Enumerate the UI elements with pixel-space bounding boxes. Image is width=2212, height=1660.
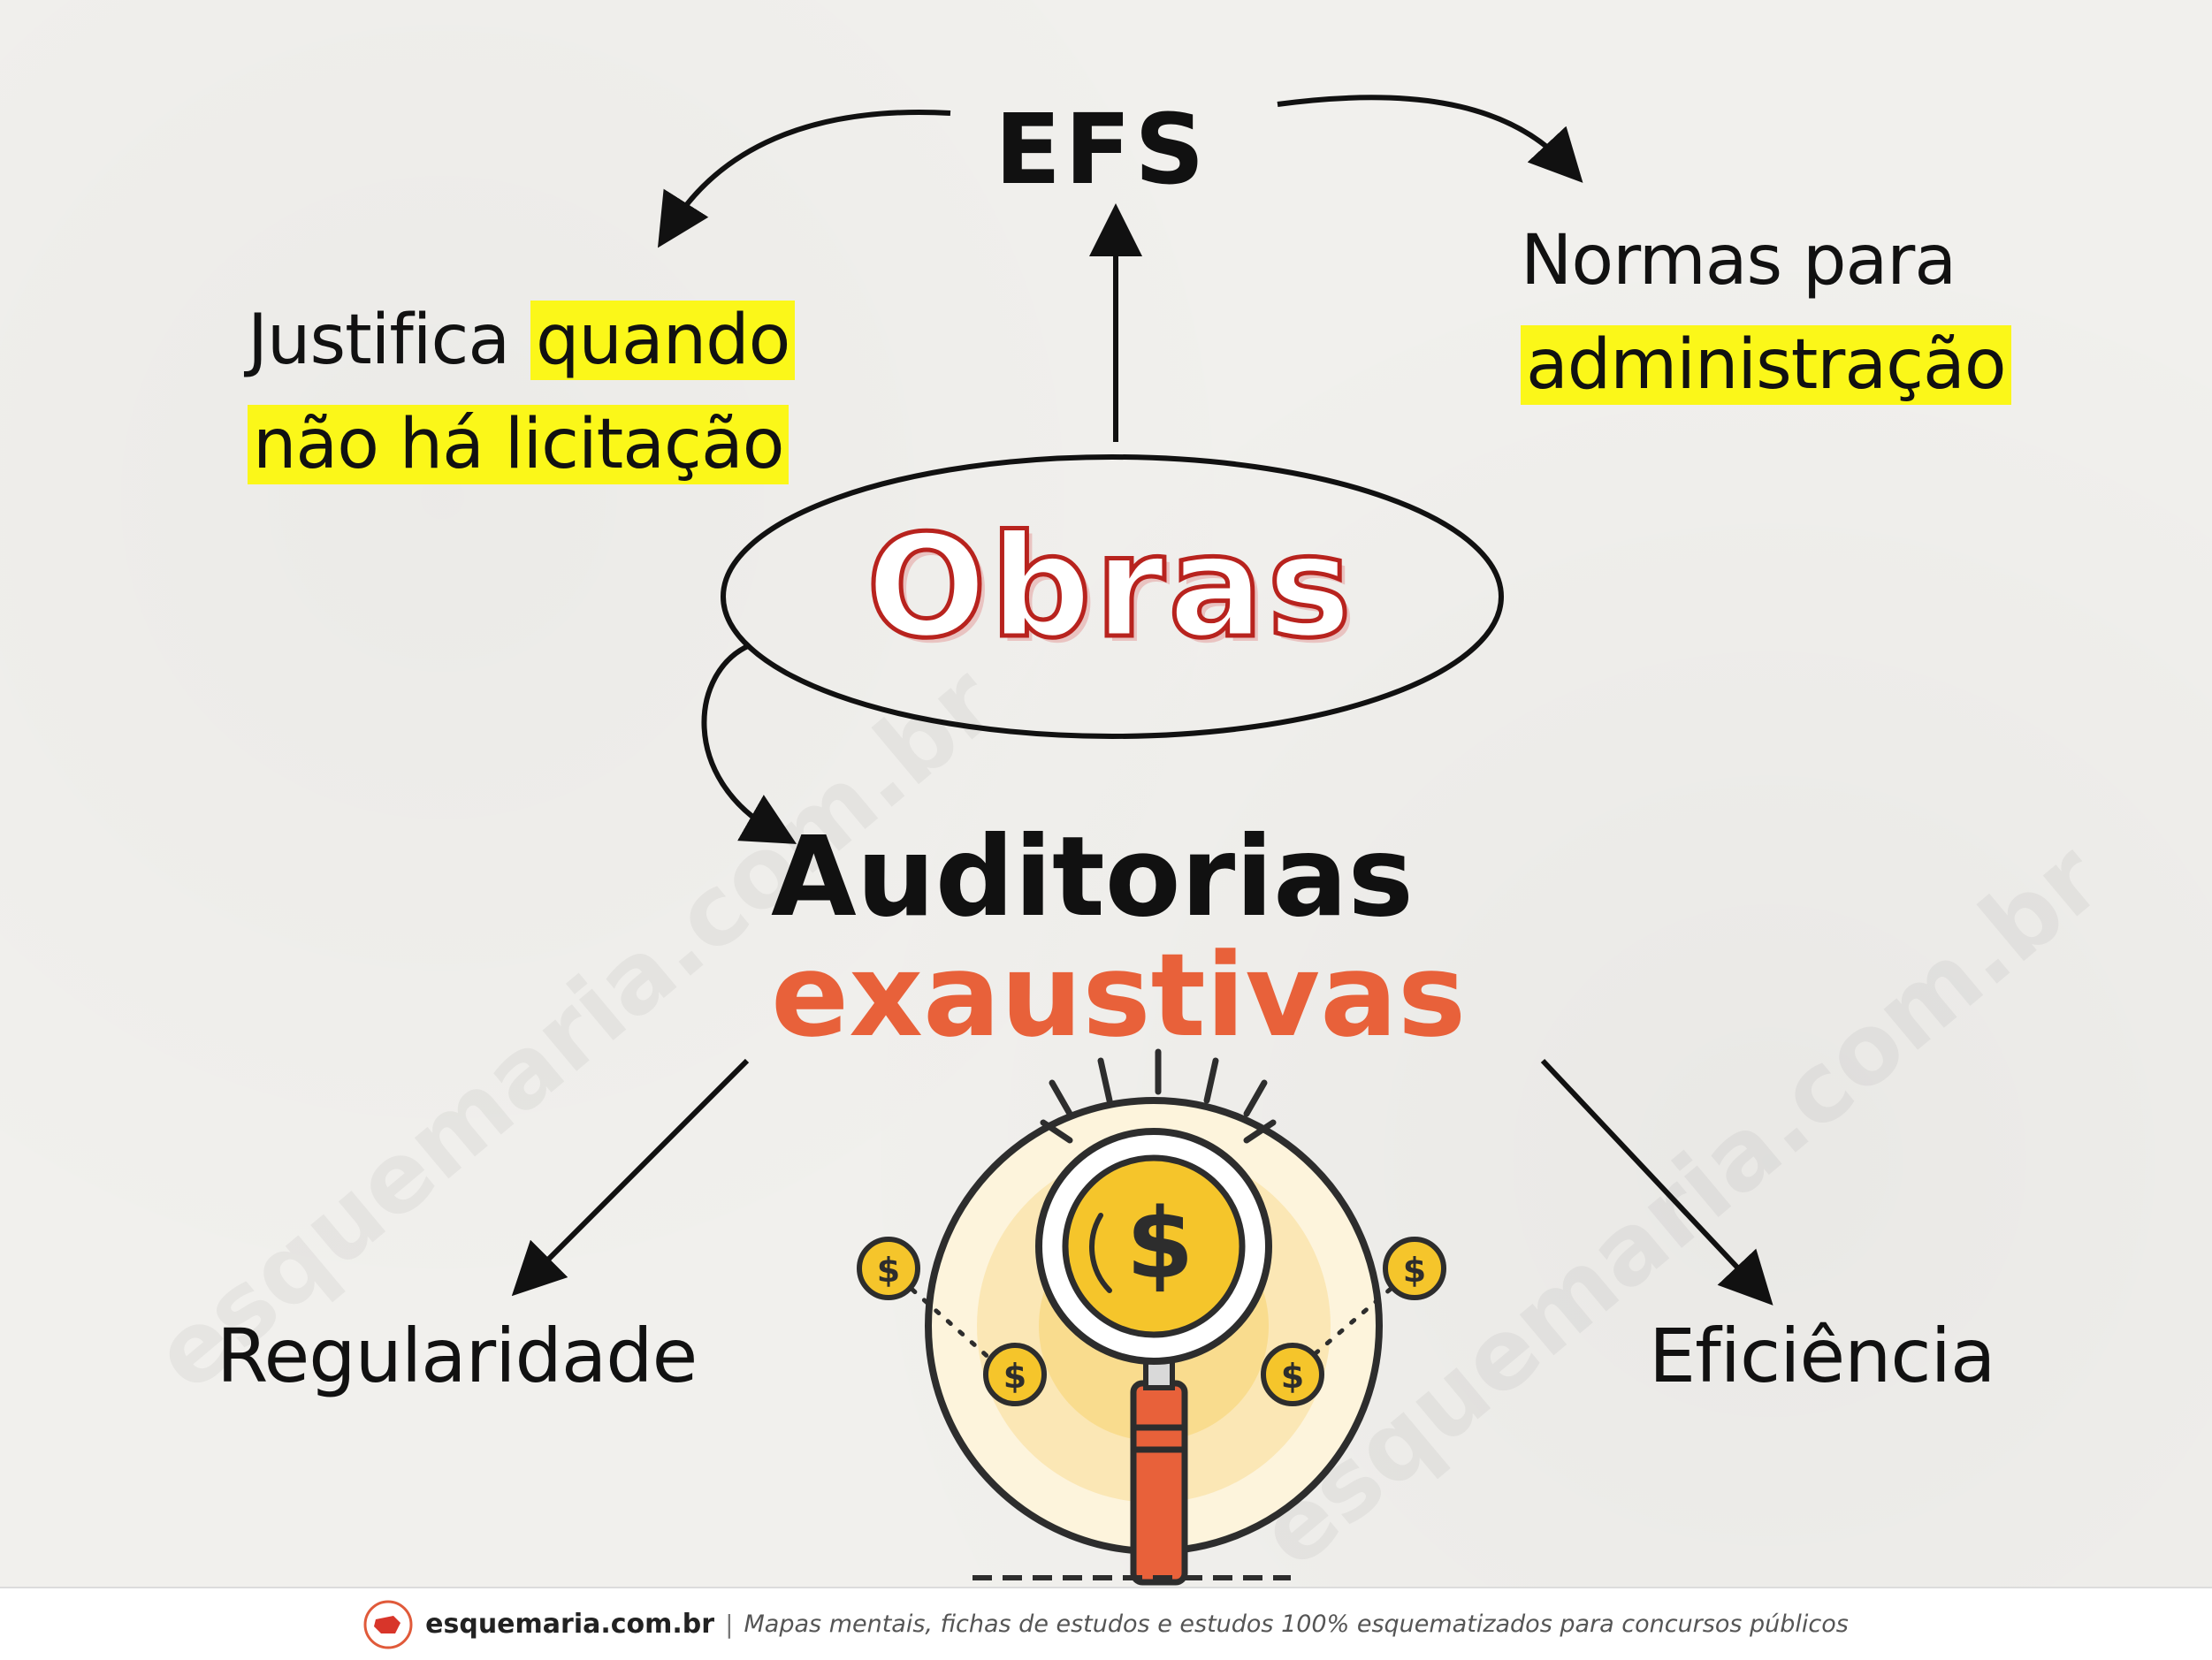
obras-title: Obras [865,502,1355,672]
dollar-icon: $ [1126,1187,1194,1300]
arrow-to-regularidade [511,1058,750,1297]
justifica-note: Justifica quando não há licitação [248,292,796,493]
exaustivas-title: exaustivas [771,928,1467,1062]
auditorias-title: Auditorias [771,813,1414,941]
coin-icon: $ [1261,1343,1324,1406]
efs-label: EFS [995,93,1209,206]
highlight-quando: quando [530,301,796,380]
eficiencia-label: Eficiência [1649,1313,1995,1399]
coin-symbol: $ [1281,1357,1304,1396]
coin-symbol: $ [877,1251,900,1290]
arrow-efs-to-normas [1277,95,1583,183]
justifica-word: Justifica [248,301,510,380]
coin-symbol: $ [1003,1357,1026,1396]
footer: esquemaria.com.br | Mapas mentais, ficha… [0,1587,2212,1660]
footer-brand[interactable]: esquemaria.com.br [425,1609,715,1640]
obras-ellipse [721,454,1504,739]
footer-separator: | [725,1610,734,1639]
arrow-obras-to-auditorias [701,643,797,844]
arrow-to-eficiencia [1540,1058,1773,1306]
regularidade-label: Regularidade [217,1313,698,1399]
coin-icon: $ [1383,1237,1446,1300]
highlight-nao-ha-licitacao: não há licitação [248,405,789,484]
highlight-administracao: administração [1521,325,2011,405]
coin-icon: $ [857,1237,920,1300]
coin-icon: $ [983,1343,1047,1406]
arrow-efs-to-justifica [657,110,951,248]
coin-symbol: $ [1403,1251,1426,1290]
magnifier-illustration: $ $ $ $ $ [857,1048,1446,1586]
normas-note: Normas para administração [1521,212,2011,414]
brand-logo-icon [363,1600,413,1649]
footer-tagline: Mapas mentais, fichas de estudos e estud… [744,1611,1849,1638]
normas-line: Normas para [1521,221,1956,301]
